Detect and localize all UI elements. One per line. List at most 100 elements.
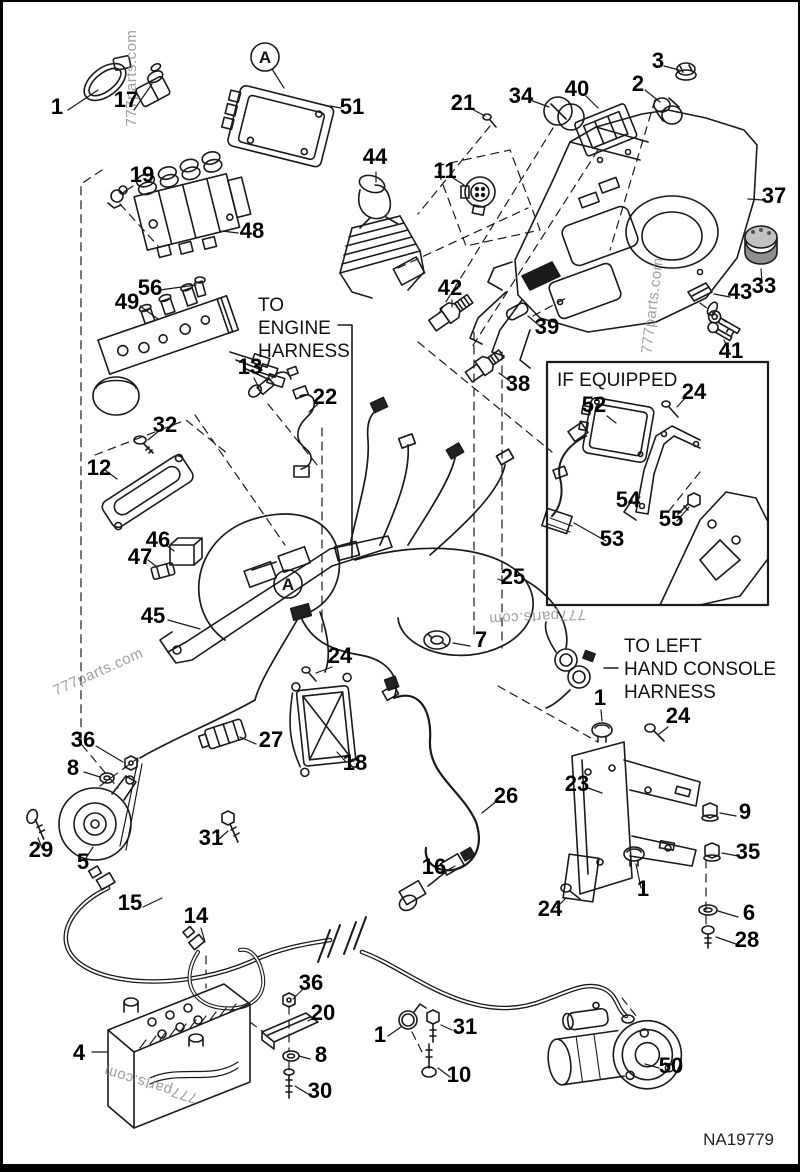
- callout-16-39: 16: [422, 854, 446, 879]
- part-24-screw-c: [661, 400, 679, 418]
- callout-42-18: 42: [438, 275, 462, 300]
- view-marker-circle-1: [273, 569, 303, 599]
- part-29-screw: [26, 808, 46, 840]
- part-54-bracket: [623, 425, 701, 521]
- callout-10-63: 10: [447, 1062, 471, 1087]
- part-53-harness: [541, 421, 589, 535]
- callout-14-55: 14: [184, 903, 209, 928]
- part-50-starter: [547, 1001, 683, 1090]
- part-16-sensor-assembly: [398, 846, 476, 912]
- part-10-bolt: [421, 1043, 437, 1078]
- part-32-screw: [133, 435, 154, 454]
- callout-28-47: 28: [735, 927, 759, 952]
- part-25-main-harness: [139, 396, 568, 759]
- callout-44-7: 44: [363, 144, 388, 169]
- callout-36-57: 36: [299, 970, 323, 995]
- console-fragment: [659, 491, 768, 606]
- left-console-label: TO LEFT HAND CONSOLE HARNESS: [624, 636, 781, 703]
- callout-27-36: 27: [259, 727, 283, 752]
- part-51-controller: [220, 84, 335, 168]
- part-41-key: [706, 301, 741, 342]
- watermark-1: 777parts.com: [638, 256, 667, 354]
- part-35-nut: [703, 842, 721, 862]
- part-30-bolt: [283, 1068, 295, 1099]
- callout-1-0: 1: [51, 94, 63, 119]
- callout-43-16: 43: [728, 279, 752, 304]
- callout-8-50: 8: [67, 755, 79, 780]
- part-24-screw-b: [301, 666, 317, 682]
- part-56-fitting: [193, 276, 207, 298]
- part-15-battery-cable: [63, 865, 635, 1024]
- callout-31-62: 31: [453, 1014, 477, 1039]
- part-21-screw: [482, 113, 497, 128]
- part-31-bolt-b: [426, 1009, 440, 1043]
- part-33-cap: [744, 225, 778, 265]
- watermark-2: 777parts.com: [50, 644, 145, 699]
- part-2-bushing: [653, 97, 683, 125]
- part-23-bracket: [562, 741, 701, 903]
- callout-25-28: 25: [501, 564, 525, 589]
- callout-7-34: 7: [475, 627, 487, 652]
- callout-33-15: 33: [752, 273, 776, 298]
- callout-55-32: 55: [659, 506, 683, 531]
- callout-13-21: 13: [238, 354, 262, 379]
- if-equipped-label: IF EQUIPPED: [557, 370, 677, 391]
- part-9-nut: [701, 802, 719, 822]
- drawing-number: NA19779: [703, 1130, 774, 1149]
- callout-2-12: 2: [632, 71, 644, 96]
- callout-1-61: 1: [374, 1022, 386, 1047]
- part-31-bolt-a: [221, 810, 240, 843]
- callout-21-9: 21: [451, 90, 475, 115]
- callout-19-3: 19: [130, 162, 154, 187]
- callout-45-27: 45: [141, 603, 165, 628]
- part-17-switch: [135, 62, 171, 108]
- part-7-plug: [423, 630, 451, 650]
- callout-46-25: 46: [146, 527, 170, 552]
- part-24-screw-a: [644, 723, 665, 742]
- part-6-washer: [698, 904, 718, 916]
- part-1-grommet-a: [591, 722, 613, 743]
- callout-36-49: 36: [71, 727, 95, 752]
- engine-harness-pointer: [337, 324, 353, 559]
- leader-lines: [37, 65, 764, 1095]
- part-13-sensor: [247, 365, 299, 398]
- callout-8-59: 8: [315, 1042, 327, 1067]
- view-marker-layer: AA: [250, 42, 303, 599]
- part-1-grommet-b: [623, 846, 645, 867]
- callout-4-56: 4: [73, 1040, 86, 1065]
- callout-40-11: 40: [565, 76, 589, 101]
- part-8-washer-b: [282, 1050, 300, 1062]
- part-19-sensor: [107, 185, 128, 209]
- callout-50-64: 50: [659, 1053, 683, 1078]
- part-38-sensor: [464, 349, 505, 383]
- callout-41-17: 41: [719, 338, 743, 363]
- callout-53-33: 53: [600, 526, 624, 551]
- callout-48-4: 48: [240, 218, 264, 243]
- callout-54-31: 54: [616, 487, 641, 512]
- callout-34-10: 34: [509, 83, 534, 108]
- part-5-horn: [58, 759, 143, 861]
- cable-break-marks: [317, 916, 367, 963]
- view-marker-label-0: A: [259, 48, 271, 67]
- part-26-cable: [381, 675, 480, 872]
- callout-38-20: 38: [506, 371, 530, 396]
- part-48-control-valve: [133, 151, 252, 259]
- callout-24-30: 24: [682, 379, 707, 404]
- engine-harness-label: TO ENGINE HARNESS: [258, 295, 350, 362]
- callout-32-23: 32: [153, 412, 177, 437]
- part-8-washer-a: [99, 772, 115, 784]
- callout-24-41: 24: [666, 703, 691, 728]
- part-4-battery: [107, 983, 251, 1129]
- view-marker-label-1: A: [282, 575, 294, 594]
- callout-24-48: 24: [538, 896, 563, 921]
- callout-56-5: 56: [138, 275, 162, 300]
- callout-20-58: 20: [311, 1000, 335, 1025]
- callout-23-42: 23: [565, 771, 589, 796]
- part-55-bolt: [677, 492, 701, 515]
- watermark-3: 777parts.com: [488, 605, 586, 627]
- part-3-locknut: [675, 62, 697, 81]
